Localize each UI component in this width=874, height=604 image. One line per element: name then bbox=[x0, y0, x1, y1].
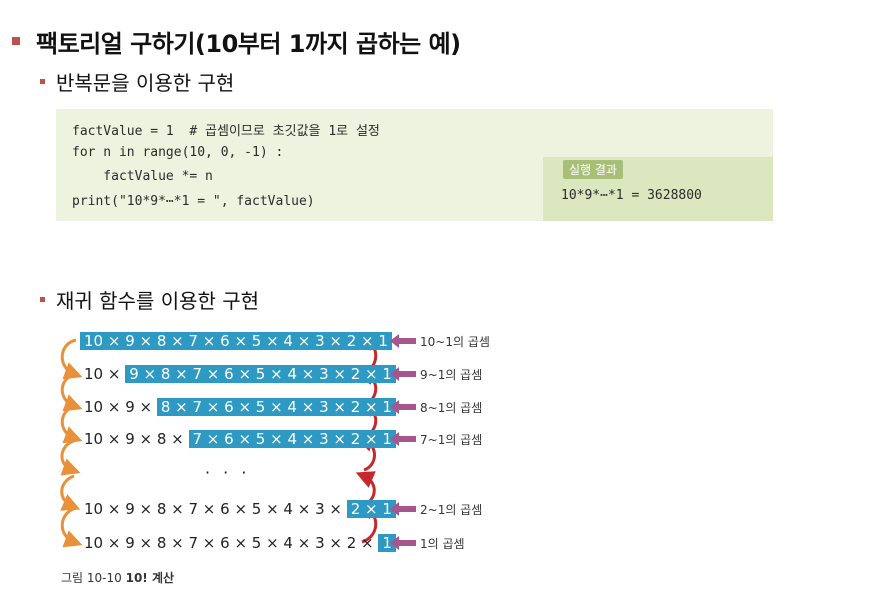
call-arrow-icon bbox=[60, 338, 83, 380]
code-line: print("10*9*⋯*1 = ", factValue) bbox=[72, 194, 315, 209]
ellipsis: · · · bbox=[205, 463, 251, 482]
code-line: factValue = 1 # 곱셈이므로 초깃값을 1로 설정 bbox=[72, 124, 380, 139]
pointer-label: 9~1의 곱셈 bbox=[390, 363, 482, 385]
result-label: 실행 결과 bbox=[563, 160, 623, 179]
call-arrow-icon bbox=[60, 404, 83, 444]
row-plain-terms: 10 × 9 × 8 × 7 × 6 × 5 × 4 × 3 × bbox=[84, 500, 347, 518]
row-plain-terms: 10 × 9 × bbox=[84, 398, 157, 416]
call-arrow-icon bbox=[60, 438, 81, 476]
call-arrow-icon bbox=[60, 474, 81, 511]
title-bullet-icon bbox=[12, 37, 20, 45]
row-plain-terms: 10 × 9 × 8 × 7 × 6 × 5 × 4 × 3 × 2 × bbox=[84, 534, 379, 552]
caption-prefix: 그림 10-10 bbox=[61, 571, 126, 585]
row-highlight-terms: 10 × 9 × 8 × 7 × 6 × 5 × 4 × 3 × 2 × 1 bbox=[80, 332, 392, 350]
product-row: 10 × 9 × 8 × 7 × 6 × 5 × 4 × 3 × 2 × 1 bbox=[80, 498, 396, 520]
product-row: 10 × 9 × 8 × 7 × 6 × 5 × 4 × 3 × 2 × 1 bbox=[80, 396, 396, 418]
section-heading-loop: 반복문을 이용한 구현 bbox=[56, 71, 235, 95]
section-bullet-icon bbox=[40, 297, 45, 302]
product-row: 10 × 9 × 8 × 7 × 6 × 5 × 4 × 3 × 2 × 1 bbox=[80, 428, 396, 450]
section-heading-recursion: 재귀 함수를 이용한 구현 bbox=[56, 289, 260, 313]
page-title: 팩토리얼 구하기(10부터 1까지 곱하는 예) bbox=[36, 30, 461, 58]
left-arrow-icon bbox=[390, 536, 416, 550]
code-line: factValue *= n bbox=[72, 169, 213, 184]
pointer-text: 9~1의 곱셈 bbox=[420, 367, 483, 382]
left-arrow-icon bbox=[390, 502, 416, 516]
row-highlight-terms: 1 bbox=[378, 534, 396, 552]
section-bullet-icon bbox=[40, 79, 45, 84]
call-arrow-icon bbox=[60, 372, 83, 412]
pointer-label: 8~1의 곱셈 bbox=[390, 396, 482, 418]
pointer-label: 7~1의 곱셈 bbox=[390, 428, 482, 450]
pointer-label: 10~1의 곱셈 bbox=[390, 330, 490, 352]
left-arrow-icon bbox=[390, 334, 416, 348]
result-output: 10*9*⋯*1 = 3628800 bbox=[561, 188, 702, 203]
row-highlight-terms: 2 × 1 bbox=[346, 500, 396, 518]
figure-caption: 그림 10-10 10! 계산 bbox=[61, 569, 174, 586]
call-arrow-icon bbox=[60, 506, 83, 548]
product-row: 10 × 9 × 8 × 7 × 6 × 5 × 4 × 3 × 2 × 1 bbox=[80, 363, 396, 385]
code-line: for n in range(10, 0, -1) : bbox=[72, 145, 284, 160]
pointer-text: 7~1의 곱셈 bbox=[420, 432, 483, 447]
left-arrow-icon bbox=[390, 367, 416, 381]
pointer-label: 1의 곱셈 bbox=[390, 532, 465, 554]
product-row: 10 × 9 × 8 × 7 × 6 × 5 × 4 × 3 × 2 × 1 bbox=[80, 532, 396, 554]
pointer-text: 10~1의 곱셈 bbox=[420, 334, 490, 349]
product-row: 10 × 9 × 8 × 7 × 6 × 5 × 4 × 3 × 2 × 1 bbox=[80, 330, 392, 352]
pointer-text: 1의 곱셈 bbox=[420, 536, 465, 551]
row-plain-terms: 10 × 9 × 8 × bbox=[84, 430, 189, 448]
pointer-text: 2~1의 곱셈 bbox=[420, 502, 483, 517]
pointer-text: 8~1의 곱셈 bbox=[420, 400, 483, 415]
left-arrow-icon bbox=[390, 432, 416, 446]
row-highlight-terms: 8 × 7 × 6 × 5 × 4 × 3 × 2 × 1 bbox=[156, 398, 396, 416]
row-highlight-terms: 7 × 6 × 5 × 4 × 3 × 2 × 1 bbox=[188, 430, 396, 448]
row-highlight-terms: 9 × 8 × 7 × 6 × 5 × 4 × 3 × 2 × 1 bbox=[125, 365, 396, 383]
caption-bold: 10! 계산 bbox=[125, 571, 175, 585]
pointer-label: 2~1의 곱셈 bbox=[390, 498, 482, 520]
row-plain-terms: 10 × bbox=[84, 365, 126, 383]
left-arrow-icon bbox=[390, 400, 416, 414]
